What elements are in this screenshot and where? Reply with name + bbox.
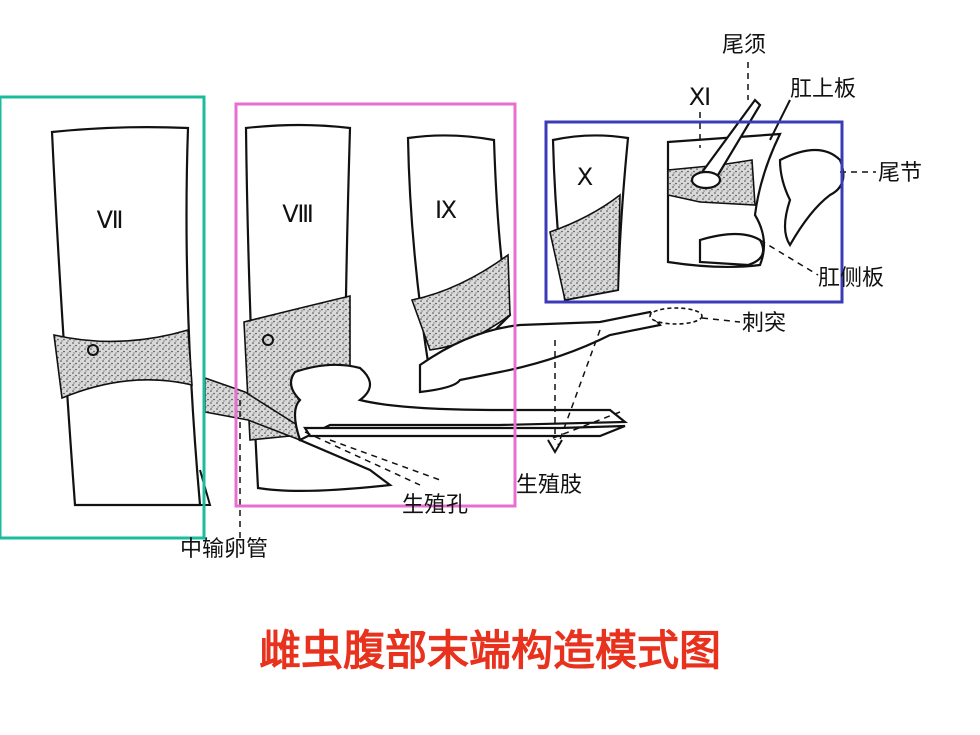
label-oviduct: 中输卵管 [180,537,268,562]
leader-lines [239,62,876,540]
label-segment-8: Ⅷ [282,202,314,228]
label-paraproct: 肛侧板 [818,266,884,291]
segment-11 [666,98,845,269]
label-gonapophyses: 生殖肢 [516,473,582,498]
segment-7 [50,126,212,507]
box-segment-7 [0,95,206,540]
label-segment-7: Ⅶ [97,208,124,234]
box-segments-8-9 [234,102,517,508]
label-segment-11: Ⅺ [689,85,711,111]
label-cercus: 尾须 [722,33,766,58]
label-spine: 刺突 [742,311,786,336]
segment-10 [549,134,630,302]
label-segment-9: Ⅸ [435,198,457,224]
label-epiproct: 肛上板 [790,77,856,102]
box-segments-10-11 [544,120,844,304]
label-segment-10: Ⅹ [577,165,593,191]
diagram-title: 雌虫腹部末端构造模式图 [259,626,721,675]
segment-9 [406,134,512,377]
label-tail-segment: 尾节 [878,161,922,186]
label-gonopore: 生殖孔 [402,493,468,518]
